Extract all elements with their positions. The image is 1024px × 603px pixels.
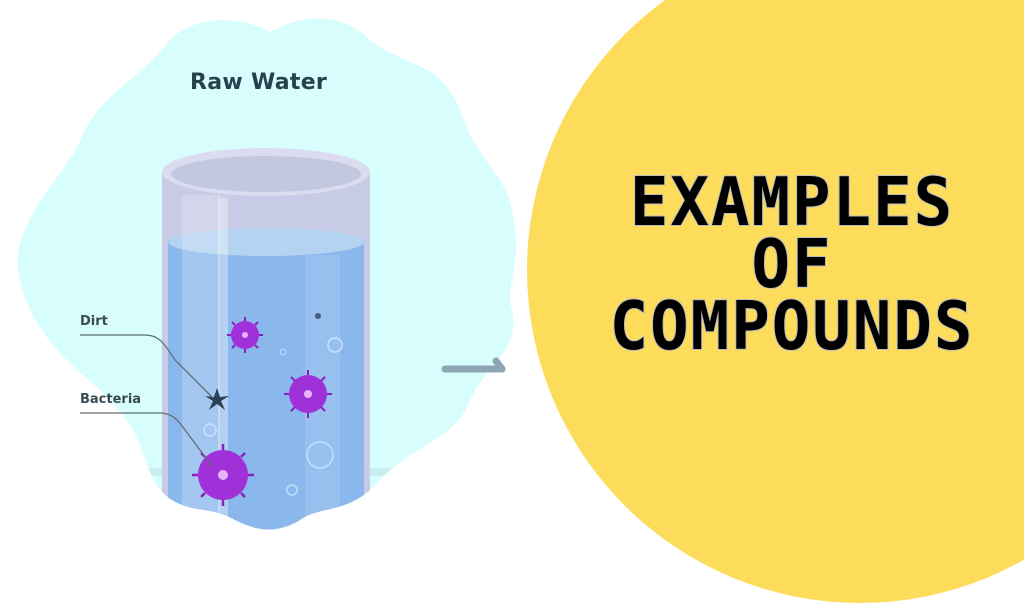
bacteria-medium	[284, 370, 332, 418]
dirt-label: Dirt	[80, 314, 108, 329]
page-heading: EXAMPLES OF COMPOUNDS	[560, 164, 1024, 366]
bacteria-small	[227, 317, 263, 353]
dirt-leader-line	[80, 334, 214, 399]
bacteria-large	[192, 444, 254, 506]
banner: Raw Water Dirt Bacteria EXAMPLES OF COMP…	[17, 0, 1024, 603]
heading-line-2: OF	[750, 226, 833, 304]
heading-line-3: COMPOUNDS	[609, 288, 975, 366]
arrow-icon	[441, 357, 506, 373]
raw-water-illustration	[17, 18, 517, 530]
heading-line-1: EXAMPLES	[629, 164, 955, 242]
dirt-particle	[205, 388, 229, 410]
bacteria-label: Bacteria	[80, 392, 142, 407]
bacteria-leader-line	[80, 412, 213, 467]
raw-water-title: Raw Water	[190, 70, 328, 95]
